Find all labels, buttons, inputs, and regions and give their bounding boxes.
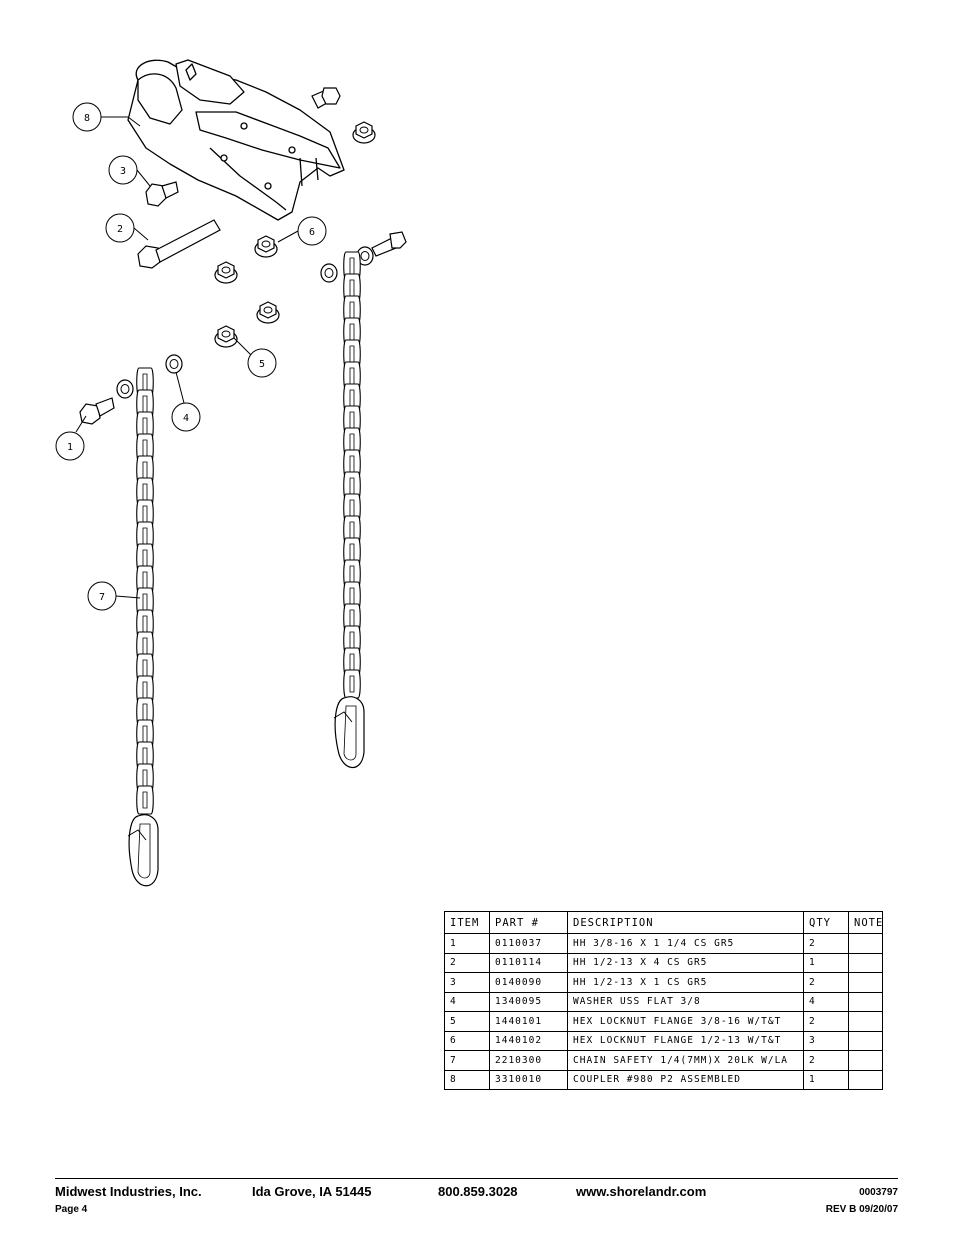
cell-note [848,1050,883,1071]
cell-description: COUPLER #980 P2 ASSEMBLED [567,1069,804,1090]
cell-item: 6 [444,1030,490,1051]
callout-3-label: 3 [120,166,126,177]
cell-description: HH 1/2-13 X 4 CS GR5 [567,952,804,973]
cell-part: 1440101 [489,1011,568,1032]
parts-table: ITEM PART # DESCRIPTION QTY NOTE 1 01100… [444,911,883,1090]
table-row: 2 0110114 HH 1/2-13 X 4 CS GR5 1 [444,952,883,973]
cell-description: CHAIN SAFETY 1/4(7MM)X 20LK W/LA [567,1050,804,1071]
cell-qty: 2 [803,933,849,954]
cell-qty: 1 [803,1069,849,1090]
callout-7-label: 7 [99,592,105,603]
footer-doc-number: 0003797 [859,1187,898,1198]
callout-4-label: 4 [183,413,189,424]
cell-item: 7 [444,1050,490,1071]
cell-note [848,933,883,954]
footer-company: Midwest Industries, Inc. [55,1184,202,1199]
cell-item: 3 [444,972,490,993]
callout-8 [72,102,102,132]
cell-part: 1440102 [489,1030,568,1051]
cell-description: HEX LOCKNUT FLANGE 3/8-16 W/T&T [567,1011,804,1032]
table-row: 3 0140090 HH 1/2-13 X 1 CS GR5 2 [444,972,883,993]
footer-revision: REV B 09/20/07 [825,1204,898,1215]
cell-qty: 3 [803,1030,849,1051]
cell-description: HEX LOCKNUT FLANGE 1/2-13 W/T&T [567,1030,804,1051]
cell-note [848,1069,883,1090]
callout-3 [108,155,138,185]
callout-7 [87,581,117,611]
bolt-item-2 [137,219,221,269]
cell-note [848,972,883,993]
cell-item: 1 [444,933,490,954]
callout-5 [247,348,277,378]
cell-qty: 1 [803,952,849,973]
callout-5-label: 5 [259,359,265,370]
cell-item: 8 [444,1069,490,1090]
footer-divider [55,1178,898,1179]
cell-description: WASHER USS FLAT 3/8 [567,991,804,1012]
header-item: ITEM [444,911,490,934]
callout-6-label: 6 [309,227,315,238]
cell-note [848,952,883,973]
footer-location: Ida Grove, IA 51445 [252,1184,372,1199]
cell-part: 3310010 [489,1069,568,1090]
parts-table-header: ITEM PART # DESCRIPTION QTY NOTE [444,911,883,934]
table-row: 4 1340095 WASHER USS FLAT 3/8 4 [444,991,883,1012]
cell-item: 5 [444,1011,490,1032]
callout-1-label: 1 [67,442,73,453]
table-row: 8 3310010 COUPLER #980 P2 ASSEMBLED 1 [444,1069,883,1090]
table-row: 1 0110037 HH 3/8-16 X 1 1/4 CS GR5 2 [444,933,883,954]
table-row: 7 2210300 CHAIN SAFETY 1/4(7MM)X 20LK W/… [444,1050,883,1071]
safety-chain-left [127,367,159,887]
bolt-right-chain [371,231,407,257]
header-note: NOTE [848,911,883,934]
header-description: DESCRIPTION [567,911,804,934]
callout-6 [297,216,327,246]
bolt-item-1 [79,397,115,425]
table-row: 6 1440102 HEX LOCKNUT FLANGE 1/2-13 W/T&… [444,1030,883,1051]
table-row: 5 1440101 HEX LOCKNUT FLANGE 3/8-16 W/T&… [444,1011,883,1032]
cell-part: 2210300 [489,1050,568,1071]
cell-description: HH 3/8-16 X 1 1/4 CS GR5 [567,933,804,954]
cell-part: 0110037 [489,933,568,954]
cell-qty: 2 [803,1011,849,1032]
footer-page-number: Page 4 [55,1204,88,1215]
coupler-assembly [127,59,345,221]
callout-2 [105,213,135,243]
header-part: PART # [489,911,568,934]
callout-4 [171,402,201,432]
safety-chain-right [333,251,365,769]
cell-note [848,1011,883,1032]
bolt-coupler-top [311,87,341,109]
footer-phone[interactable]: 800.859.3028 [438,1184,518,1199]
cell-part: 0140090 [489,972,568,993]
cell-item: 4 [444,991,490,1012]
footer-website-link[interactable]: www.shorelandr.com [576,1184,707,1199]
cell-description: HH 1/2-13 X 1 CS GR5 [567,972,804,993]
header-qty: QTY [803,911,849,934]
cell-note [848,1030,883,1051]
callout-2-label: 2 [117,224,123,235]
bolt-item-3 [145,181,179,207]
callout-8-label: 8 [84,113,90,124]
callout-1 [55,431,85,461]
cell-part: 0110114 [489,952,568,973]
callout-leaders [75,116,299,599]
cell-item: 2 [444,952,490,973]
cell-part: 1340095 [489,991,568,1012]
cell-qty: 4 [803,991,849,1012]
cell-qty: 2 [803,972,849,993]
cell-qty: 2 [803,1050,849,1071]
cell-note [848,991,883,1012]
